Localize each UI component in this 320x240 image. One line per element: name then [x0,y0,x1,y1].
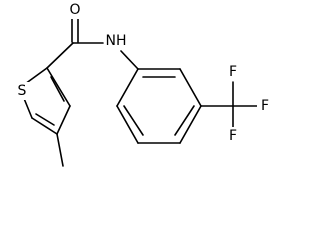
molecule-structure: S O NH F F F [14,2,273,167]
fluorine-right-atom-label: F [261,98,269,114]
fluorine-right-label-background [257,97,273,115]
sulfur-atom-label: S [18,83,27,99]
bond-c2-c3-double [50,76,65,102]
fluorine-bottom-atom-label: F [229,128,237,144]
fluorine-top-atom-label: F [229,64,237,80]
oxygen-label-background [68,2,84,19]
nitrogen-label-background [104,32,130,50]
fluorine-top-label-background [226,62,242,80]
fluorine-bottom-label-background [226,127,242,145]
bond-benzene-inner-3 [123,105,144,136]
bond-benzene-c2-c3 [179,68,202,107]
bond-lines [22,17,259,167]
bond-benzene-c6-c1 [116,68,139,107]
bond-c4-methyl [56,133,64,167]
bond-c4-c5 [31,117,58,135]
bond-c2-carbonyl [46,42,74,69]
oxygen-atom-label: O [69,2,80,18]
nitrogen-hydrogen-atom-label: NH [106,33,127,49]
sulfur-label-background [14,82,30,100]
bond-benzene-c3-c4 [179,105,202,144]
bond-nitrogen-aryl [120,50,139,70]
bond-c2-c3 [46,67,71,107]
bond-s-c2 [24,67,48,85]
bond-benzene-c5-c6 [116,105,139,144]
bond-benzene-inner-2 [174,105,195,136]
bond-c3-c4 [56,105,71,135]
atom-labels: S O NH F F F [14,2,273,145]
bond-c4-c5-double [35,113,55,126]
